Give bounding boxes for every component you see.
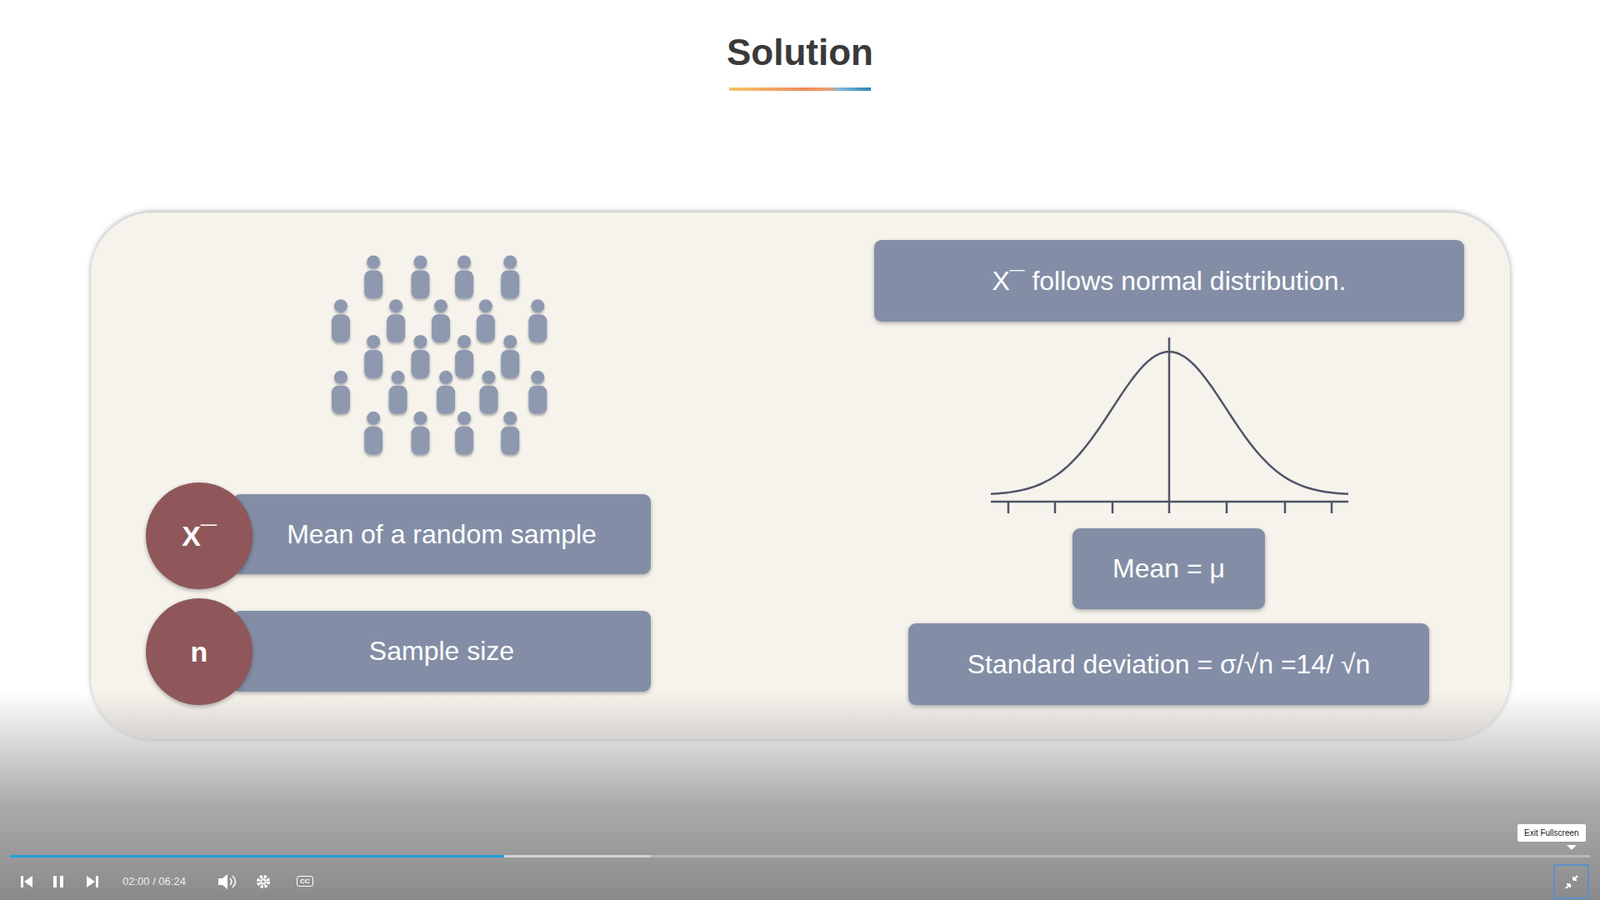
bell-curve: [990, 337, 1349, 514]
person-icon: [386, 299, 405, 343]
person-icon: [455, 335, 474, 379]
person-icon: [331, 370, 350, 415]
info-box: X¯ follows normal distribution.: [874, 240, 1465, 322]
content-panel: [90, 212, 1510, 740]
person-icon: [500, 335, 520, 379]
people-icons: [331, 255, 547, 455]
node-text: X¯ follows normal distribution.: [992, 265, 1347, 297]
progress-played: [10, 855, 505, 858]
settings-icon: [260, 879, 267, 885]
next-icon: [86, 875, 95, 888]
settings-icon: [261, 880, 265, 884]
person-icon: [480, 370, 499, 415]
fullscreen-focus: [1554, 865, 1589, 899]
info-box: Mean = μ: [1072, 528, 1265, 610]
node-text: Sample size: [369, 635, 515, 667]
person-icon: [364, 335, 383, 379]
info-box: Standard deviation = σ/√n =14/ √n: [908, 623, 1430, 705]
node-text: Standard deviation = σ/√n =14/ √n: [967, 649, 1371, 680]
volume-icon: [230, 875, 236, 888]
person-icon: [528, 299, 547, 343]
progress-track: [10, 855, 1590, 858]
person-icon: [528, 370, 547, 415]
symbol-circle: X¯: [145, 482, 253, 590]
prev-icon: [20, 875, 24, 888]
player-controls: [20, 845, 1589, 899]
node-text: X¯: [181, 520, 216, 553]
person-icon: [431, 299, 450, 343]
info-box: Sample size: [232, 610, 651, 692]
person-icon: [455, 411, 474, 455]
symbol-circle: n: [145, 598, 253, 705]
pause-icon: [53, 875, 57, 888]
person-icon: [389, 370, 408, 415]
exit-fullscreen-icon: [1565, 875, 1578, 889]
volume-icon: [218, 874, 228, 890]
person-icon: [364, 255, 383, 299]
tooltip-pointer: [1566, 845, 1577, 850]
next-icon: [95, 875, 99, 888]
progress-buffered: [10, 855, 651, 858]
tooltip-text: Exit Fullscreen: [1517, 824, 1586, 842]
node-text: Mean = μ: [1112, 553, 1225, 585]
settings-icon: [258, 876, 269, 887]
info-box: Mean of a random sample: [232, 494, 651, 575]
time-display: 02:00 / 06:24: [122, 875, 186, 888]
person-icon: [500, 255, 520, 299]
slide-title: Solution: [0, 31, 1600, 74]
pause-icon: [60, 875, 64, 888]
person-icon: [410, 335, 430, 379]
person-icon: [500, 411, 520, 455]
person-icon: [331, 299, 350, 343]
node-text: Mean of a random sample: [286, 519, 597, 550]
person-icon: [476, 299, 495, 343]
person-icon: [436, 370, 455, 415]
person-icon: [410, 411, 430, 455]
person-icon: [410, 255, 430, 299]
prev-icon: [24, 875, 33, 888]
captions-button: CC: [296, 875, 314, 887]
player-overlay: [0, 691, 1600, 900]
title-underline: [729, 87, 871, 91]
person-icon: [364, 411, 383, 455]
node-text: n: [190, 635, 209, 669]
person-icon: [455, 255, 474, 299]
